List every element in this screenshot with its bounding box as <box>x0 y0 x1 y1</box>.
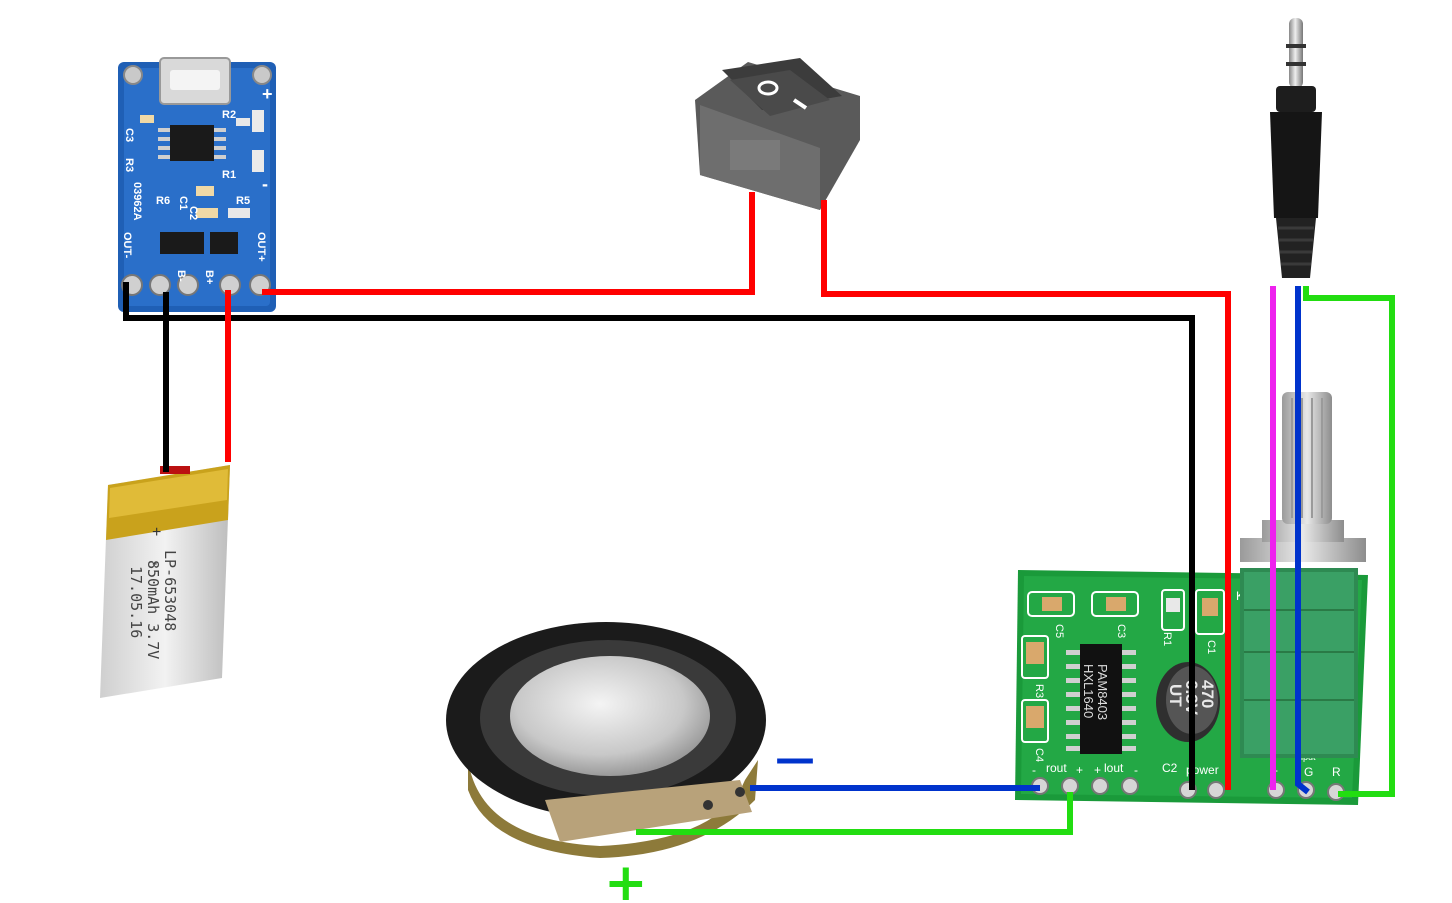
protection-ic <box>160 232 204 254</box>
amp-label-c5: C5 <box>1053 624 1065 638</box>
amp-label-r3: R3 <box>1033 684 1045 698</box>
pin-label-lout-minus: - <box>1134 763 1138 777</box>
charger-label-r2: R2 <box>222 109 236 121</box>
pin-label-lout: lout <box>1104 761 1124 775</box>
speaker-plus-label: + <box>604 853 648 903</box>
charger-label-b-plus: B+ <box>203 270 215 284</box>
charger-label-c2: C2 <box>187 206 199 220</box>
charger-label-code: 03962A <box>131 182 143 221</box>
wire-speaker-plus <box>636 792 1073 835</box>
wire-jack-ground <box>1295 286 1310 795</box>
jack-plug <box>1289 18 1303 88</box>
amp-label-r1: R1 <box>1161 632 1173 646</box>
charger-label-r5: R5 <box>236 195 250 207</box>
pin-label-c2: C2 <box>1162 761 1178 775</box>
cap-label-brand: UT <box>1166 684 1185 707</box>
charger-label-out-plus: OUT+ <box>255 232 267 262</box>
pad-b-minus <box>149 274 171 296</box>
battery-date: 17.05.16 <box>127 566 145 638</box>
speaker-minus-label: — <box>775 736 815 782</box>
wires <box>123 192 1395 835</box>
pin-label-lout-plus: + <box>1094 763 1101 777</box>
charger-label-r6: R6 <box>156 195 170 207</box>
pin-label-r: R <box>1332 765 1341 779</box>
wire-jack-right <box>1303 286 1395 797</box>
cap-label-value: 470 <box>1198 680 1217 708</box>
charger-ic <box>170 125 214 161</box>
wire-switch-to-amp-power <box>821 200 1231 790</box>
pin-label-rout-minus: - <box>1032 763 1036 777</box>
charger-label-r1: R1 <box>222 169 236 181</box>
battery-minus-sign: - <box>152 555 157 572</box>
chip-label-sub: HXL1640 <box>1081 664 1096 718</box>
rocker-switch <box>695 58 860 210</box>
speaker: — + <box>446 622 815 903</box>
speaker-cone <box>510 656 710 776</box>
charger-module: + - R2 C3 R3 R1 R6 C1 C2 R5 03962A OUT- … <box>118 57 276 312</box>
battery-plus-sign: + <box>152 524 161 541</box>
pot-shaft <box>1282 392 1332 524</box>
chip-label-main: PAM8403 <box>1095 664 1110 720</box>
rocker-button <box>730 70 830 116</box>
amp-label-c3: C3 <box>1115 624 1127 638</box>
charger-label-out-minus: OUT- <box>121 232 133 259</box>
battery-model: LP-653048 <box>161 550 179 631</box>
volume-potentiometer <box>1240 392 1366 758</box>
charger-label-r3: R3 <box>123 158 135 172</box>
amp-label-c4: C4 <box>1033 748 1045 762</box>
pin-label-rout-plus: + <box>1076 763 1083 777</box>
lipo-battery: + - LP-653048 850mAh 3.7V 17.05.16 <box>100 465 230 698</box>
wire-out-minus-to-amp-gnd <box>123 282 1195 790</box>
charger-label-c1: C1 <box>177 196 189 210</box>
audio-jack <box>1270 18 1322 278</box>
pam8403-chip <box>1080 644 1122 754</box>
wire-out-plus-to-switch <box>262 192 755 295</box>
pin-label-g: G <box>1304 765 1313 779</box>
charger-label-plus: + <box>262 84 273 104</box>
charger-label-c3: C3 <box>123 128 135 142</box>
charger-label-b-minus: B- <box>175 270 187 282</box>
amp-label-c1: C1 <box>1205 640 1217 654</box>
charger-label-minus: - <box>262 174 268 194</box>
battery-spec: 850mAh 3.7V <box>144 560 162 659</box>
pin-label-rout: rout <box>1046 761 1067 775</box>
